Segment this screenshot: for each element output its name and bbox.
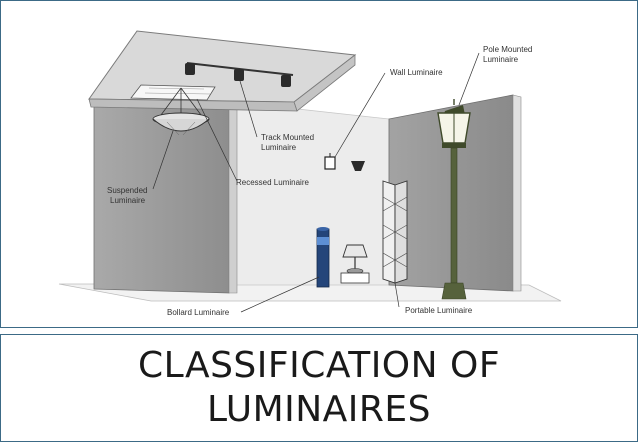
left-wall-edge xyxy=(228,96,238,294)
label-pole-mounted-2: Luminaire xyxy=(483,55,519,64)
label-track-mounted-2: Luminaire xyxy=(261,143,297,152)
label-suspended-1: Suspended xyxy=(107,186,147,195)
track-spot-1 xyxy=(185,63,195,75)
leader-pole xyxy=(458,52,480,106)
bollard-luminaire xyxy=(316,227,330,288)
leader-bollard xyxy=(240,276,320,313)
slide-title-box: CLASSIFICATION OF LUMINAIRES xyxy=(0,334,638,442)
leader-wall xyxy=(334,72,386,158)
label-bollard-luminaire: Bollard Luminaire xyxy=(167,308,230,317)
recessed-panel xyxy=(130,84,216,101)
label-wall-luminaire: Wall Luminaire xyxy=(390,68,443,77)
right-wall-edge xyxy=(512,94,522,292)
table-lamp xyxy=(340,244,370,284)
leader-suspended xyxy=(152,130,174,190)
slide-title-line-2: LUMINAIRES xyxy=(206,389,432,430)
leader-recessed xyxy=(196,98,238,182)
leader-track xyxy=(239,80,258,138)
luminaire-diagram: Pole Mounted Luminaire Wall Luminaire Tr… xyxy=(58,30,562,317)
pole-mounted-luminaire xyxy=(437,99,471,300)
suspended-luminaire xyxy=(152,87,210,136)
left-wall xyxy=(93,96,230,294)
portable-luminaire-screen xyxy=(382,180,408,284)
leader-portable xyxy=(394,282,400,308)
wall-luminaire-square xyxy=(324,153,336,170)
label-suspended-2: Luminaire xyxy=(110,196,146,205)
slide-title-line-1: CLASSIFICATION OF xyxy=(137,345,501,386)
label-pole-mounted-1: Pole Mounted xyxy=(483,45,532,54)
label-track-mounted-1: Track Mounted xyxy=(261,133,314,142)
wall-luminaire-sconce xyxy=(351,161,365,171)
leader-lines xyxy=(152,52,480,313)
track-spot-2 xyxy=(234,69,244,81)
ceiling-slab-front xyxy=(88,98,298,112)
track-spot-3 xyxy=(281,75,291,87)
luminaire-illustration: Pole Mounted Luminaire Wall Luminaire Tr… xyxy=(0,0,638,328)
label-portable-luminaire: Portable Luminaire xyxy=(405,306,473,315)
label-recessed-luminaire: Recessed Luminaire xyxy=(236,178,309,187)
